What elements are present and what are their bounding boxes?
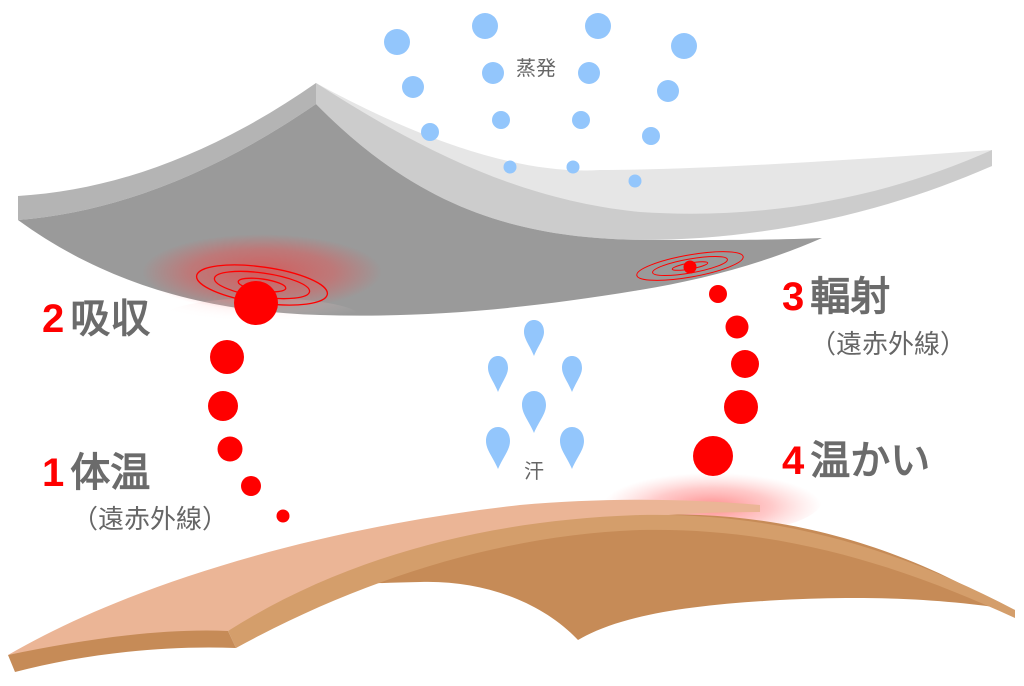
radiation-heat-path [683,260,759,476]
fabric-top-edge [316,83,992,240]
sweat-drop [486,427,510,469]
vapor-dot [657,80,679,102]
vapor-dot [421,123,439,141]
step-3-subtitle: （遠赤外線） [810,330,967,360]
heat-dot [724,390,758,424]
heat-dot [725,315,749,339]
radiation-ring-outer [636,251,744,281]
vapor-dot [384,29,410,55]
heat-dot [683,260,697,274]
sweat-drop [522,391,546,433]
heat-dot [234,281,278,325]
heat-dot [210,340,244,374]
skin-layer [8,466,1015,672]
step-4-title: 温かい [810,437,931,484]
step-2-number: 2 [42,297,65,341]
sweat-drop [562,356,582,392]
step-3-title: 輻射 [810,273,891,320]
vapor-dot [642,127,660,145]
sweat-drop [560,427,584,469]
absorption-glow [142,234,382,310]
sweat-label: 汗 [524,459,544,483]
vapor-dot [402,76,424,98]
step-4-number: 4 [782,439,805,483]
step-1-subtitle: （遠赤外線） [72,505,229,535]
sweat-drops [486,320,584,469]
heat-dot [731,350,759,378]
evaporation-label: 蒸発 [516,56,556,80]
sweat-drop [488,356,508,392]
vapor-dot [628,174,642,188]
vapor-dot [585,13,611,39]
skin-front-bevel [8,630,236,672]
body-heat-path [208,281,290,523]
heat-dot [693,436,733,476]
step-2-title: 吸収 [70,295,151,342]
vapor-dot [671,33,697,59]
fabric-left-bevel [18,83,316,220]
vapor-dot [472,13,498,39]
skin-top-surface [8,499,760,655]
skin-edge [228,514,1015,648]
heat-dot [276,509,290,523]
heat-dot [208,391,238,421]
step-1-title: 体温 [70,449,151,496]
fabric-layer [18,83,992,338]
vapor-dot [572,111,590,129]
vapor-dot [503,160,517,174]
heat-dot [241,476,261,496]
vapor-dot [566,160,580,174]
sweat-drop [524,320,544,356]
evaporation-vapor [384,13,697,188]
step-3-number: 3 [782,275,805,319]
step-1-number: 1 [42,451,65,495]
heat-dot [709,285,727,303]
heat-dot [217,436,243,462]
vapor-dot [492,111,510,129]
vapor-dot [578,62,600,84]
vapor-dot [482,62,504,84]
